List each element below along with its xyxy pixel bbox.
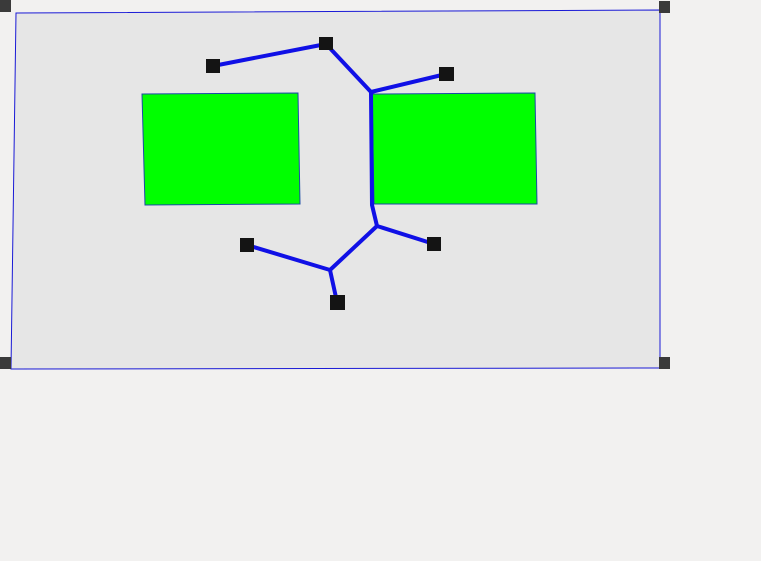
wire-endpoint-handle[interactable]: [439, 67, 454, 81]
wire-segment[interactable]: [324, 42, 373, 94]
wire-endpoint-handle[interactable]: [319, 37, 333, 50]
wire-handles: [206, 37, 454, 310]
wire-segment[interactable]: [328, 224, 379, 272]
resize-handle-top-left[interactable]: [0, 0, 11, 12]
wire-endpoint-handle[interactable]: [206, 59, 220, 73]
resize-handle-bottom-right[interactable]: [659, 357, 670, 369]
right-block[interactable]: [371, 92, 538, 205]
canvas-corner-handles: [0, 0, 670, 369]
wire-tree: [211, 42, 448, 304]
wire-endpoint-handle[interactable]: [330, 295, 345, 310]
wire-segment[interactable]: [369, 72, 448, 94]
wire-endpoint-handle[interactable]: [240, 238, 254, 252]
resize-handle-bottom-left[interactable]: [0, 357, 11, 369]
wire-segment[interactable]: [369, 90, 379, 228]
wire-segment[interactable]: [245, 243, 332, 272]
wire-segment[interactable]: [211, 42, 328, 68]
resize-handle-top-right[interactable]: [659, 1, 670, 13]
left-block[interactable]: [141, 92, 301, 206]
wire-endpoint-handle[interactable]: [427, 237, 441, 251]
canvas-region[interactable]: [10, 9, 661, 370]
wire-segment[interactable]: [375, 224, 436, 246]
